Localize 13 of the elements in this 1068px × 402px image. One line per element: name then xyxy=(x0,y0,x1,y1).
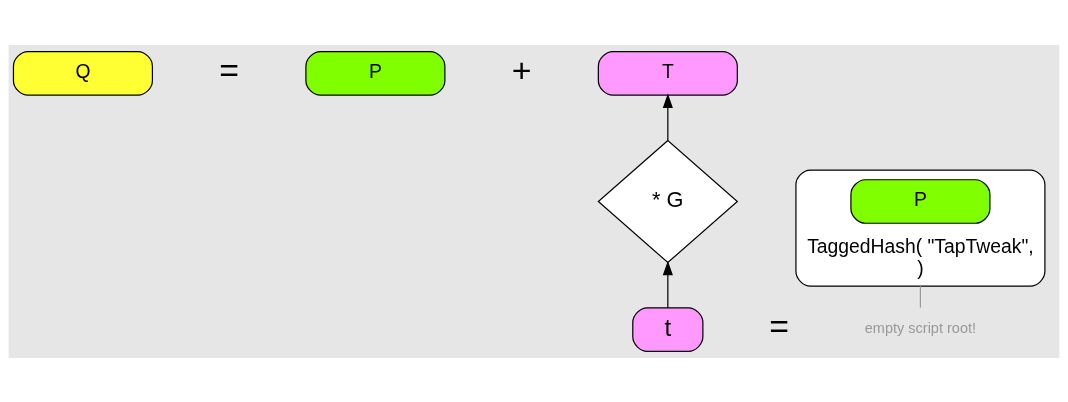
label: + xyxy=(511,50,532,89)
node-diamond: * G xyxy=(597,139,739,263)
connector xyxy=(919,285,922,308)
node-box: P xyxy=(850,178,991,224)
node-box: T xyxy=(597,50,738,96)
arrow xyxy=(662,260,673,308)
node-text: empty script root! xyxy=(864,319,977,336)
label: = xyxy=(219,50,240,89)
node-box: t xyxy=(632,306,704,352)
node-box: Q xyxy=(12,50,154,96)
label: = xyxy=(769,306,789,345)
node-box: P xyxy=(305,50,446,96)
arrow xyxy=(662,93,673,141)
